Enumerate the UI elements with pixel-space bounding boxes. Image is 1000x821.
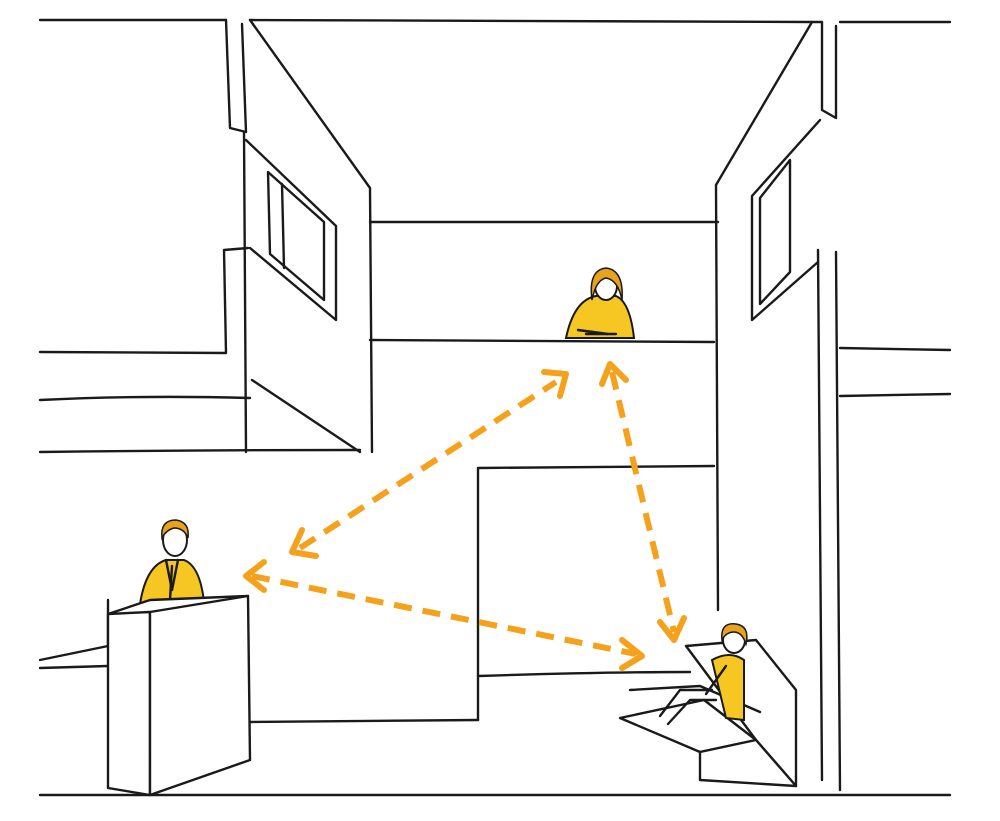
right-outer-slab-top <box>838 346 952 352</box>
arrow-reception-lounge-head-b <box>619 637 645 671</box>
left-wall-window-mullion <box>280 182 286 270</box>
arrow-reception-balcony <box>289 369 569 559</box>
central-block-outline <box>476 464 716 722</box>
lounge-person <box>658 623 748 726</box>
lounge-person-body <box>710 654 745 722</box>
reception-person-hair <box>161 519 189 541</box>
lounge-bench-front <box>698 738 798 788</box>
left-wall-window-inner <box>266 170 326 302</box>
balcony-ledge <box>368 338 716 344</box>
left-step <box>38 598 110 662</box>
reception-area <box>106 519 252 797</box>
balcony-person-body <box>564 295 636 339</box>
right-angled-wall <box>714 20 814 612</box>
arrow-reception-balcony-head-b <box>541 369 569 399</box>
arrow-balcony-lounge-line <box>609 371 677 633</box>
arrow-reception-balcony-line <box>298 379 558 551</box>
arrow-reception-lounge-head-a <box>243 559 267 593</box>
left-step-lower <box>38 664 110 670</box>
left-floor-slab-bottom <box>38 395 252 402</box>
lounge-person-legs <box>658 688 718 726</box>
left-wall-base <box>250 378 362 454</box>
arrow-reception-lounge <box>243 559 645 671</box>
right-wall-column <box>834 250 842 792</box>
arrow-reception-lounge-line <box>251 573 637 657</box>
right-wall-window-frame <box>750 118 822 322</box>
right-wall-lower-edge <box>816 248 824 782</box>
left-floor-slab-top <box>38 246 250 355</box>
right-wall-pier <box>810 20 838 120</box>
right-wall-window-inner <box>758 158 792 306</box>
lounge-person-hair <box>721 623 748 647</box>
left-floor-line-3 <box>38 448 362 454</box>
arrow-reception-balcony-head-a <box>289 527 319 559</box>
reception-person <box>138 519 206 606</box>
connection-arrows <box>243 361 687 671</box>
arrow-balcony-lounge-head-a <box>599 361 629 387</box>
reception-person-tie <box>168 564 174 602</box>
arrow-balcony-lounge-head-b <box>657 615 687 643</box>
reception-counter-side <box>148 594 252 797</box>
right-outer-slab-bottom <box>838 392 952 398</box>
balcony-person <box>564 267 636 339</box>
central-block-base <box>248 718 480 724</box>
atrium-back-top <box>248 18 814 24</box>
arrow-balcony-lounge <box>599 361 687 643</box>
reception-counter-front <box>106 610 152 797</box>
left-wall-window-frame <box>244 138 338 322</box>
left-angled-wall-inner <box>242 130 248 454</box>
left-angled-wall <box>248 18 374 454</box>
left-wall-pier-outer <box>224 18 248 134</box>
balcony-person-hair <box>590 267 623 301</box>
reception-person-collar <box>164 558 180 592</box>
lounge-area <box>618 623 798 788</box>
central-block-step <box>476 670 692 678</box>
lounge-person-arm <box>704 664 728 696</box>
architecture <box>38 18 952 797</box>
